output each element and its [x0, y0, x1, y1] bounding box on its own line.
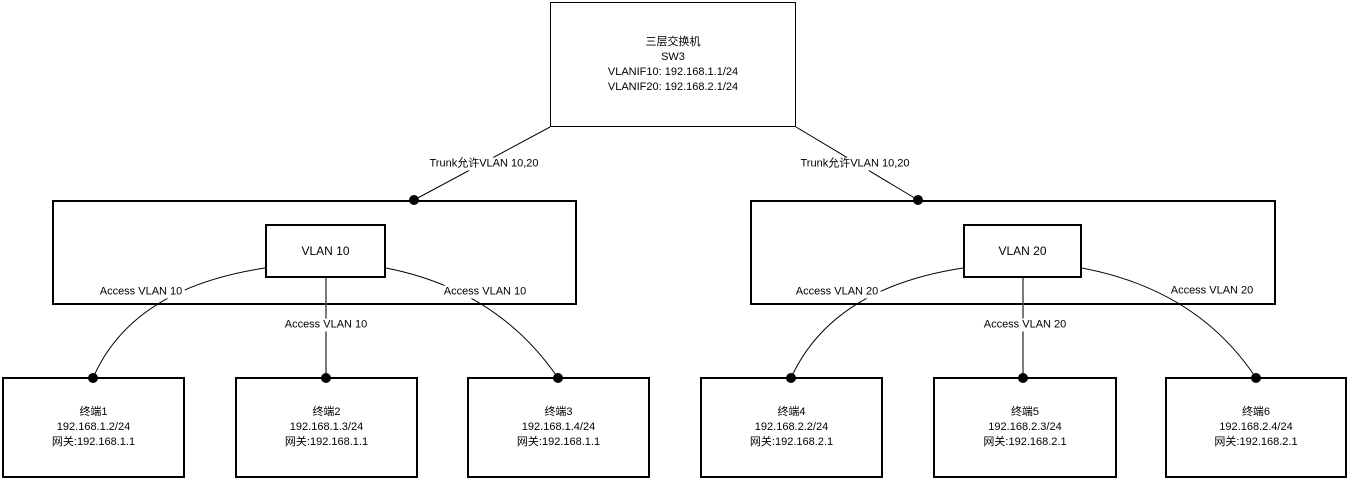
terminal-node-3[interactable]: 终端3 192.168.1.4/24 网关:192.168.1.1 [467, 377, 650, 478]
trunk-left-label[interactable]: Trunk允许VLAN 10,20 [427, 157, 541, 171]
terminal-gateway: 网关:192.168.2.1 [749, 436, 834, 448]
access-vlan20-right-label[interactable]: Access VLAN 20 [1168, 284, 1256, 298]
terminal-name: 终端6 [1241, 406, 1271, 418]
terminal-ip: 192.168.1.4/24 [521, 421, 596, 433]
terminal-name: 终端3 [544, 406, 573, 418]
terminal-name: 终端4 [777, 406, 806, 418]
vlan20-label: VLAN 20 [998, 244, 1047, 258]
switch-hostname: SW3 [661, 50, 685, 63]
terminal-gateway: 网关:192.168.2.1 [983, 436, 1067, 448]
terminal-ip: 192.168.2.3/24 [988, 421, 1062, 433]
terminal-gateway: 网关:192.168.2.1 [1214, 436, 1298, 448]
terminal-name: 终端5 [1010, 406, 1040, 418]
terminal-node-5[interactable]: 终端5 192.168.2.3/24 网关:192.168.2.1 [933, 377, 1117, 478]
switch-vlanif10: VLANIF10: 192.168.1.1/24 [607, 65, 739, 78]
vlan10-label: VLAN 10 [301, 244, 350, 258]
terminal-node-1[interactable]: 终端1 192.168.1.2/24 网关:192.168.1.1 [2, 377, 185, 478]
terminal-ip: 192.168.1.3/24 [289, 421, 364, 433]
terminal-name: 终端2 [312, 406, 341, 418]
terminal-ip: 192.168.2.2/24 [754, 421, 829, 433]
trunk-right-label[interactable]: Trunk允许VLAN 10,20 [798, 157, 912, 171]
switch-title: 三层交换机 [645, 35, 701, 48]
access-vlan20-left-label[interactable]: Access VLAN 20 [793, 285, 881, 299]
terminal-node-4[interactable]: 终端4 192.168.2.2/24 网关:192.168.2.1 [700, 377, 883, 478]
terminal-gateway: 网关:192.168.1.1 [516, 436, 601, 448]
terminal-ip: 192.168.2.4/24 [1219, 421, 1293, 433]
access-vlan10-right-label[interactable]: Access VLAN 10 [441, 285, 529, 299]
access-link-terminal6[interactable] [1081, 267, 1257, 379]
terminal-node-6[interactable]: 终端6 192.168.2.4/24 网关:192.168.2.1 [1165, 377, 1347, 478]
terminal-node-2[interactable]: 终端2 192.168.1.3/24 网关:192.168.1.1 [235, 377, 418, 478]
vlan20-node[interactable]: VLAN 20 [963, 224, 1082, 278]
vlan10-node[interactable]: VLAN 10 [265, 224, 386, 278]
access-link-terminal4[interactable] [790, 267, 964, 379]
switch-vlanif20: VLANIF20: 192.168.2.1/24 [607, 80, 739, 93]
terminal-gateway: 网关:192.168.1.1 [284, 436, 369, 448]
access-vlan10-left-label[interactable]: Access VLAN 10 [97, 285, 185, 299]
l3-switch-node[interactable]: 三层交换机 SW3 VLANIF10: 192.168.1.1/24 VLANI… [550, 2, 796, 127]
terminal-ip: 192.168.1.2/24 [56, 421, 131, 433]
access-link-terminal1[interactable] [92, 267, 266, 379]
terminal-name: 终端1 [79, 406, 108, 418]
access-vlan10-mid-label[interactable]: Access VLAN 10 [282, 318, 370, 332]
access-vlan20-mid-label[interactable]: Access VLAN 20 [981, 318, 1069, 332]
terminal-gateway: 网关:192.168.1.1 [51, 436, 136, 448]
access-link-terminal3[interactable] [385, 267, 559, 379]
